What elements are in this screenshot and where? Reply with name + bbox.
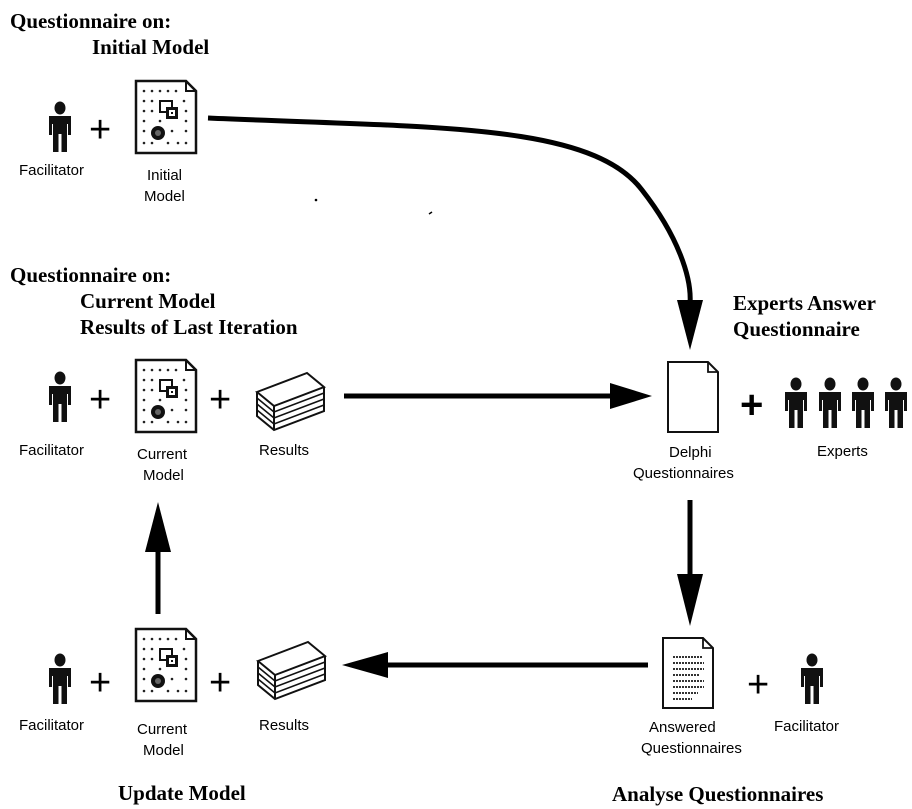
arrowhead [677,300,703,350]
label-delphi-2: Questionnaires [633,465,734,482]
heading-current-line3: Results of Last Iteration [80,315,298,339]
arrowhead [342,652,388,678]
heading-analyse-questionnaires: Analyse Questionnaires [612,782,823,806]
results-stack-icon [257,641,326,700]
scan-speck [428,211,433,215]
person-icon [49,653,71,704]
label-experts: Experts [817,443,868,460]
label-delphi-1: Delphi [669,444,712,461]
label-results-bot: Results [259,717,309,734]
heading-update-model: Update Model [118,781,246,805]
label-answered-1: Answered [649,719,716,736]
plus-sign: + [89,109,111,151]
heading-current-line1: Questionnaire on: [10,263,171,287]
label-facilitator-top: Facilitator [19,162,84,179]
model-icon [134,79,198,155]
person-icon [801,653,823,704]
label-initial-model-1: Initial [147,167,182,184]
answered-questionnaire-icon [662,637,714,709]
label-facilitator-mid: Facilitator [19,442,84,459]
results-stack-icon [256,372,325,431]
label-current-model-mid-1: Current [137,446,188,463]
heading-initial-line1: Questionnaire on: [10,9,171,33]
heading-initial-line2: Initial Model [92,35,209,59]
plus-sign: + [209,379,231,421]
arrow-initial-to-delphi [207,115,693,305]
heading-experts-line2: Questionnaire [733,317,860,341]
model-icon [134,627,198,703]
label-current-model-bot-1: Current [137,721,188,738]
model-icon [134,358,198,434]
plus-sign: + [89,662,111,704]
person-icon [885,377,907,428]
person-icon [49,101,71,152]
label-initial-model-2: Model [144,188,185,205]
arrowhead [145,502,171,552]
plus-sign: + [740,383,763,427]
arrowhead [610,383,652,409]
scan-speck [314,198,318,202]
person-icon [819,377,841,428]
questionnaire-icon [667,361,719,433]
plus-sign: + [89,379,111,421]
label-current-model-bot-2: Model [143,742,184,759]
label-facilitator-right: Facilitator [774,718,839,735]
person-icon [49,371,71,422]
plus-sign: + [209,662,231,704]
label-results-mid: Results [259,442,309,459]
plus-sign: + [747,664,769,706]
heading-experts-line1: Experts Answer [733,291,876,315]
person-icon [785,377,807,428]
person-icon [852,377,874,428]
label-answered-2: Questionnaires [641,740,742,757]
heading-current-line2: Current Model [80,289,216,313]
arrowhead [677,574,703,626]
label-facilitator-bot: Facilitator [19,717,84,734]
label-current-model-mid-2: Model [143,467,184,484]
